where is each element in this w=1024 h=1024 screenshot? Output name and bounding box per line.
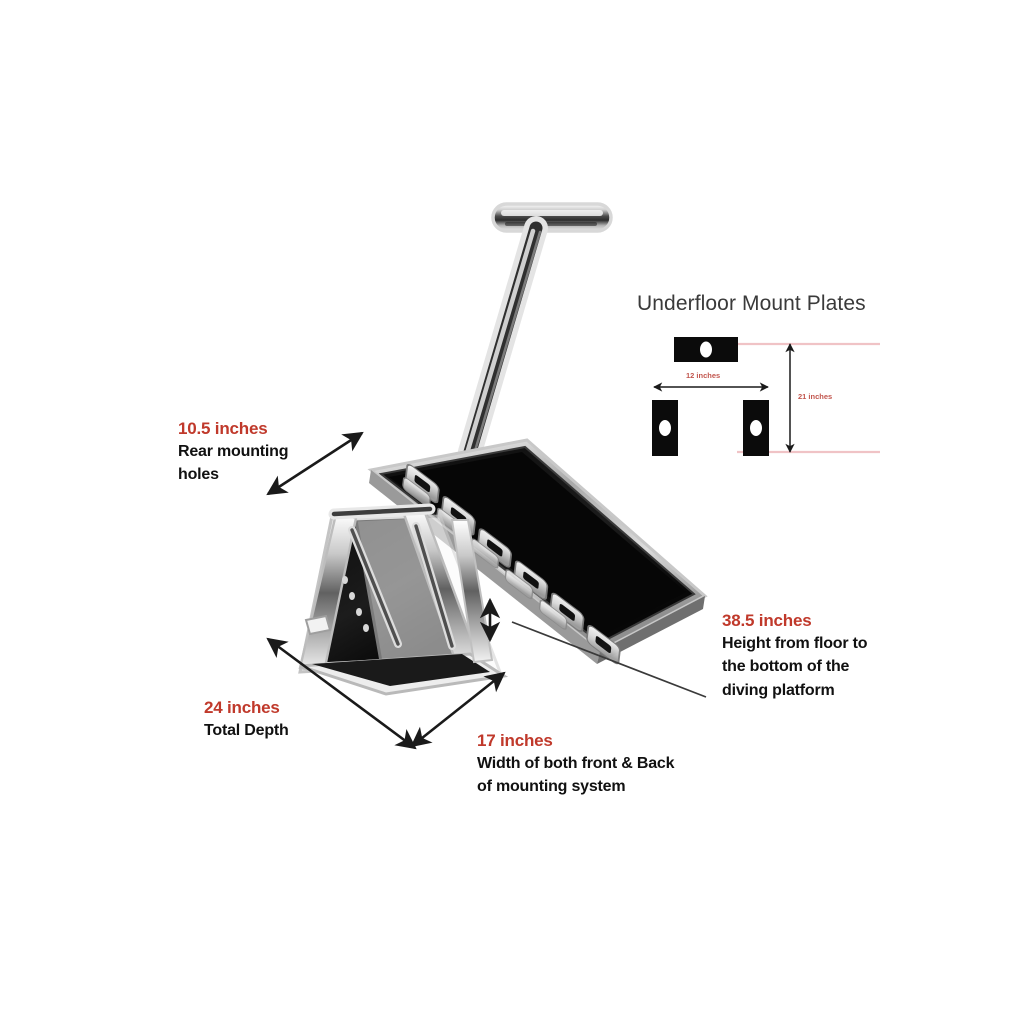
callout-width-description-line1: Width of both front & Back <box>477 754 675 772</box>
callout-rear-description-line1: Rear mounting <box>178 442 289 460</box>
callout-height-from-floor: 38.5 inches Height from floor to the bot… <box>722 610 868 703</box>
mount-plate <box>652 400 678 456</box>
callout-height-description-line3: diving platform <box>722 682 835 700</box>
callout-height-dimension: 38.5 inches <box>722 611 812 630</box>
callout-width-dimension: 17 inches <box>477 731 553 750</box>
callout-rear-description-line2: holes <box>178 466 219 484</box>
underfloor-mount-plates-inset <box>652 337 880 456</box>
callout-rear-dimension: 10.5 inches <box>178 419 268 438</box>
callout-total-depth: 24 inches Total Depth <box>204 697 289 742</box>
t-handle <box>491 202 613 233</box>
callout-width-description-line2: of mounting system <box>477 778 626 796</box>
inset-title: Underfloor Mount Plates <box>637 292 866 315</box>
inset-vertical-dimension-label: 21 inches <box>798 392 833 401</box>
mount-plate <box>743 400 769 456</box>
a-frame-base <box>298 503 509 696</box>
arrow-rear-mounting <box>266 431 364 496</box>
callout-mounting-width: 17 inches Width of both front & Back of … <box>477 730 674 799</box>
inset-horizontal-dimension-label: 12 inches <box>686 371 721 380</box>
product-group <box>298 202 708 696</box>
dimension-arrows <box>266 431 506 750</box>
callout-height-description-line2: the bottom of the <box>722 658 850 676</box>
arrow-total-depth <box>266 637 417 750</box>
callout-height-description-line1: Height from floor to <box>722 634 868 652</box>
leader-line-height <box>511 621 707 698</box>
callout-depth-dimension: 24 inches <box>204 698 280 717</box>
mount-plate <box>674 337 738 362</box>
arrow-mounting-width <box>410 671 506 748</box>
callout-rear-mounting-holes: 10.5 inches Rear mounting holes <box>178 418 288 487</box>
callout-depth-description-line1: Total Depth <box>204 721 289 739</box>
adjust-rod <box>458 216 548 464</box>
